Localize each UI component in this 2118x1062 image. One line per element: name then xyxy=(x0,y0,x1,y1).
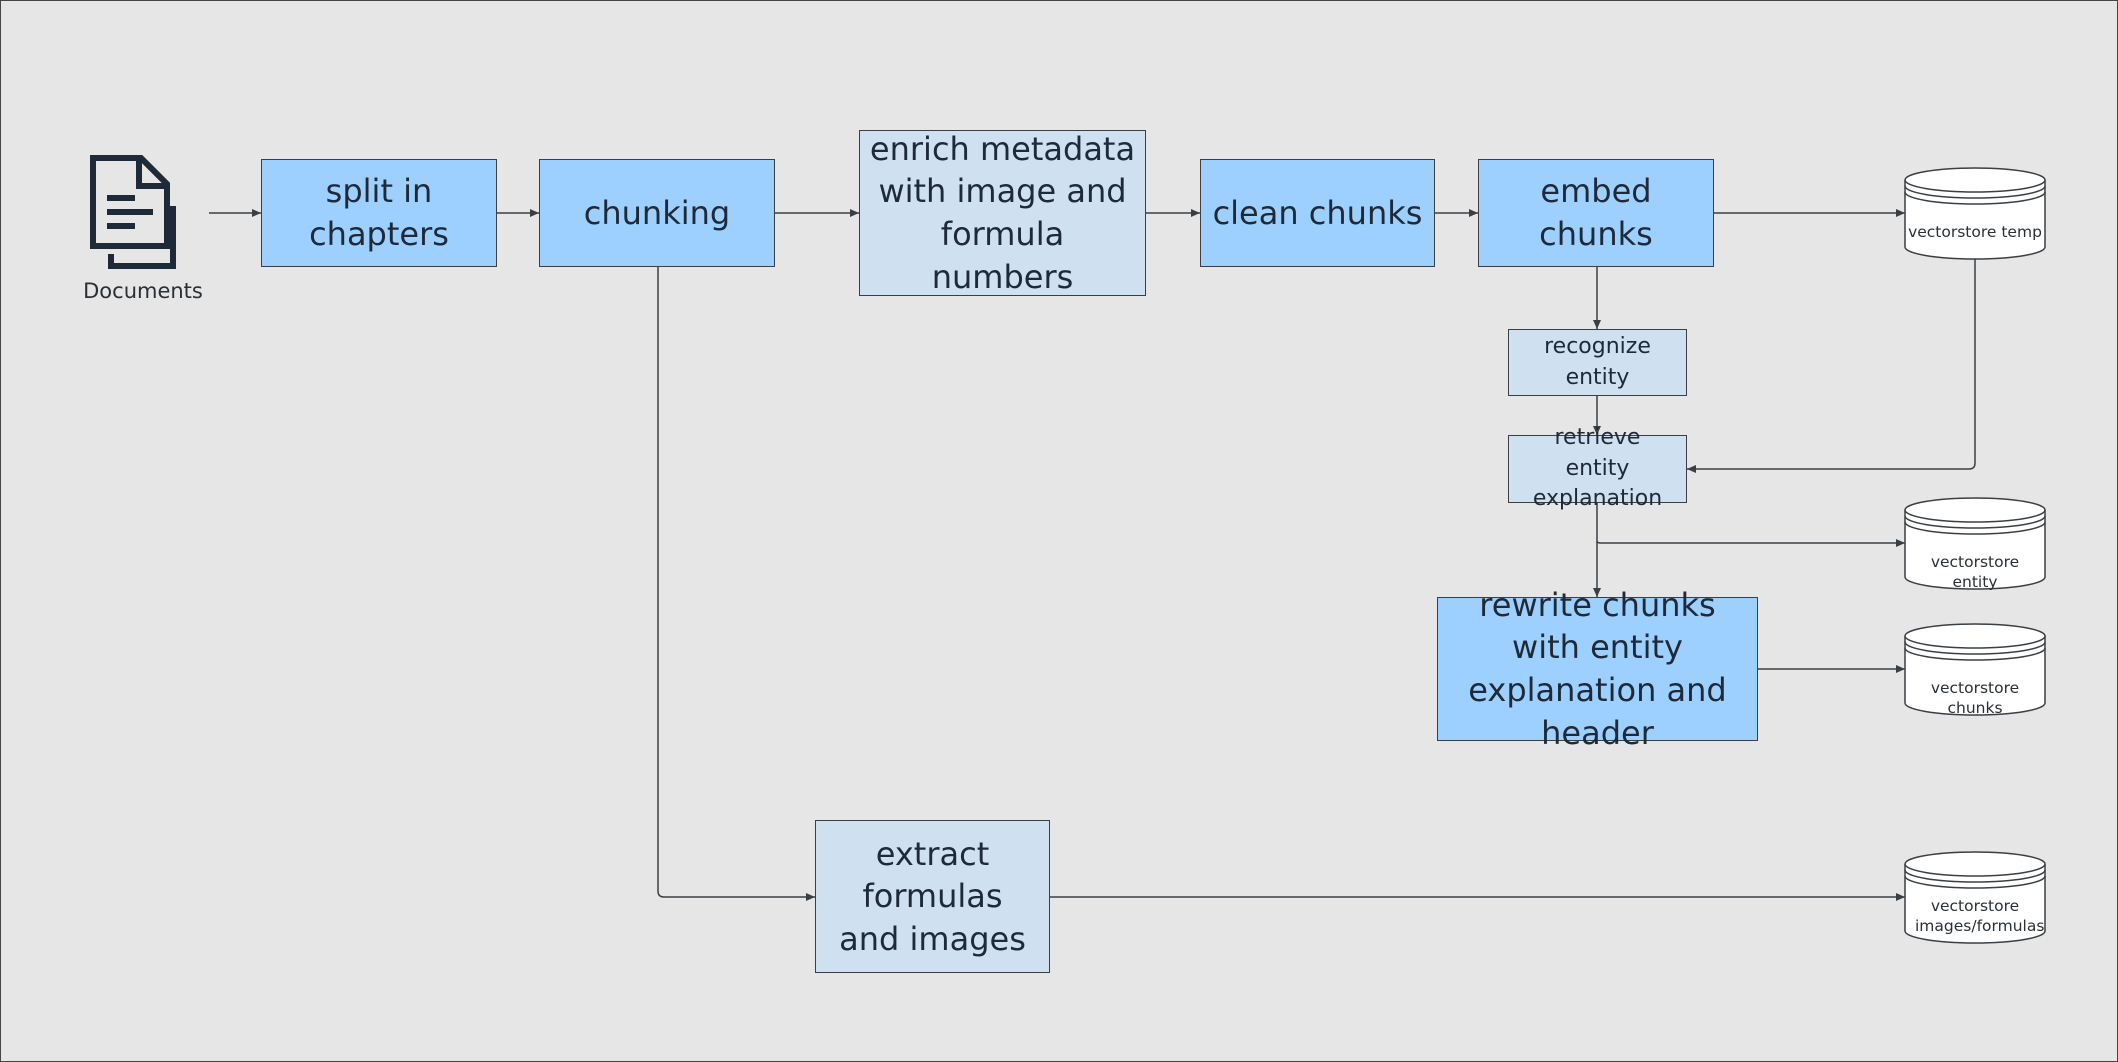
retrieve-entity-explanation-step[interactable]: retrieve entity explanation xyxy=(1508,425,1687,511)
split-in-chapters-step[interactable]: split in chapters xyxy=(261,159,497,267)
clean-chunks-step[interactable]: clean chunks xyxy=(1200,159,1435,267)
vectorstore-temp-label[interactable]: vectorstore temp xyxy=(1908,223,2042,241)
vectorstore-images-label[interactable]: vectorstore images/formulas xyxy=(1915,897,2045,936)
documents-node[interactable]: Documents xyxy=(73,151,213,311)
vectorstore-chunks-label[interactable]: vectorstore chunks xyxy=(1930,679,2020,718)
chunking-step[interactable]: chunking xyxy=(539,159,775,267)
edge-retrieve-to-vectorstore-entity xyxy=(1596,539,1905,547)
embed-chunks-step[interactable]: embed chunks xyxy=(1478,159,1714,267)
vectorstore-entity-label[interactable]: vectorstore entity xyxy=(1930,553,2020,592)
enrich-metadata-step[interactable]: enrich metadata with image and formula n… xyxy=(859,130,1146,296)
document-icon xyxy=(90,155,176,269)
rewrite-chunks-step[interactable]: rewrite chunks with entity explanation a… xyxy=(1437,586,1758,752)
documents-label: Documents xyxy=(83,279,203,303)
extract-formulas-images-step[interactable]: extract formulas and images xyxy=(815,820,1050,973)
edge-vectorstore-temp-to-retrieve xyxy=(1687,259,1976,473)
recognize-entity-step[interactable]: recognize entity xyxy=(1508,329,1687,396)
edge-chunking-to-extract xyxy=(657,267,815,901)
